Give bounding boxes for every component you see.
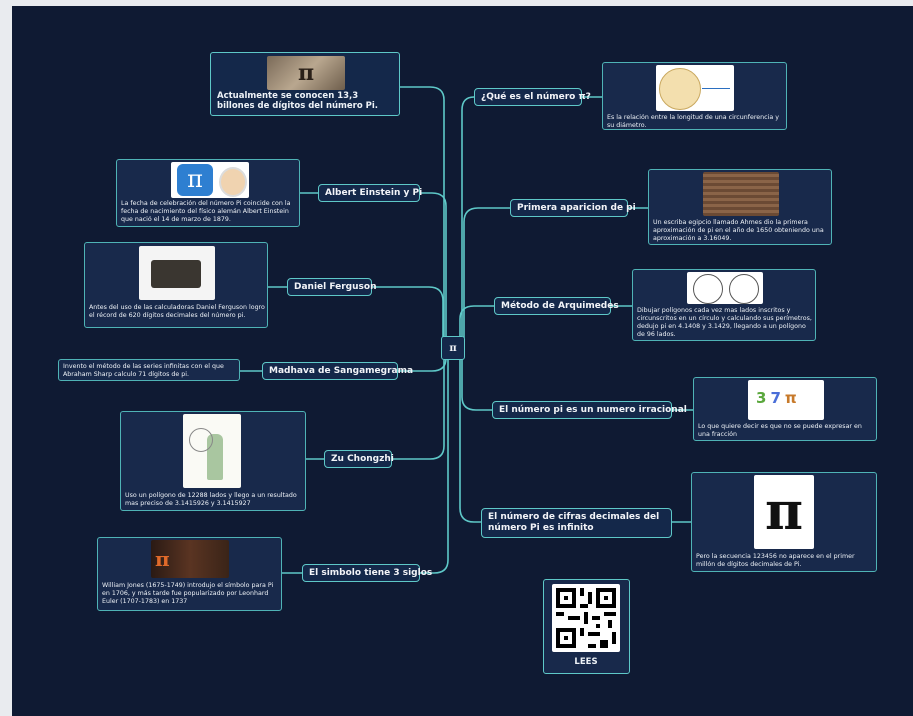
calculator-machine-image	[139, 246, 215, 300]
pi-stone-glyph: π	[297, 60, 315, 86]
card-primera[interactable]: Un escriba egipcio llamado Ahmes dio la …	[648, 169, 832, 245]
card-primera-text: Un escriba egipcio llamado Ahmes dio la …	[653, 219, 824, 242]
zu-wheel	[189, 428, 213, 452]
polygon-circle-2	[729, 274, 759, 304]
pi-dark-image: π	[151, 540, 229, 578]
topic-simbolo-label: El simbolo tiene 3 siglos	[309, 568, 433, 578]
topic-infinito-label: El número de cifras decimales del número…	[488, 512, 660, 533]
qr-label: LEES	[574, 657, 598, 667]
card-zu-text: Uso un polígono de 12288 lados y llego a…	[125, 492, 297, 507]
card-irracional-text: Lo que quiere decir es que no se puede e…	[698, 423, 862, 438]
fraction-cartoon-image: 37π	[748, 380, 824, 420]
pi-stone-image: π	[267, 56, 345, 90]
topic-madhava[interactable]: Madhava de Sangamegrama	[262, 362, 413, 380]
topic-zu-label: Zu Chongzhi	[331, 454, 394, 464]
qr-card[interactable]: LEES	[543, 579, 630, 674]
card-madhava-text: Invento el método de las series infinita…	[63, 363, 224, 378]
topic-que-es-label: ¿Qué es el número π?	[481, 92, 591, 102]
topic-billones[interactable]: π Actualmente se conocen 13,3 billones d…	[210, 52, 400, 116]
topic-arquimedes[interactable]: Método de Arquimedes	[494, 297, 619, 315]
polygon-circle-1	[693, 274, 723, 304]
qr-code-pattern	[556, 588, 616, 648]
topic-infinito[interactable]: El número de cifras decimales del número…	[481, 508, 672, 538]
topic-ferguson-label: Daniel Ferguson	[294, 282, 377, 292]
pi-dark-glyph: π	[155, 547, 170, 571]
card-ferguson-text: Antes del uso de las calculadoras Daniel…	[89, 304, 265, 319]
topic-simbolo[interactable]: El simbolo tiene 3 siglos	[302, 564, 432, 582]
topic-irracional[interactable]: El número pi es un numero irracional	[492, 401, 687, 419]
topic-einstein-label: Albert Einstein y Pi	[325, 188, 423, 198]
topic-billones-label: Actualmente se conocen 13,3 billones de …	[217, 91, 379, 111]
card-madhava[interactable]: Invento el método de las series infinita…	[58, 359, 240, 381]
pi-calligraphy-glyph: π	[764, 481, 804, 542]
card-simbolo-text: William Jones (1675-1749) introdujo el s…	[102, 582, 274, 605]
qr-code-image	[552, 584, 620, 652]
central-pi-node[interactable]: π	[441, 336, 465, 360]
card-ferguson[interactable]: Antes del uso de las calculadoras Daniel…	[84, 242, 268, 328]
card-simbolo[interactable]: π William Jones (1675-1749) introdujo el…	[97, 537, 282, 611]
einstein-face	[219, 167, 247, 197]
topic-zu[interactable]: Zu Chongzhi	[324, 450, 394, 468]
zu-chongzhi-image	[183, 414, 241, 488]
pi-calligraphy-image: π	[754, 475, 814, 549]
card-que-es-text: Es la relación entre la longitud de una …	[607, 114, 779, 129]
topic-madhava-label: Madhava de Sangamegrama	[269, 366, 414, 376]
card-einstein[interactable]: π La fecha de celebración del número Pi …	[116, 159, 300, 227]
blue-pi-glyph: π	[187, 165, 203, 193]
topic-primera[interactable]: Primera aparicion de pi	[510, 199, 636, 217]
card-zu[interactable]: Uso un polígono de 12288 lados y llego a…	[120, 411, 306, 511]
topic-einstein[interactable]: Albert Einstein y Pi	[318, 184, 423, 202]
circle-diameter-image	[656, 65, 734, 111]
card-que-es[interactable]: Es la relación entre la longitud de una …	[602, 62, 787, 130]
topic-que-es[interactable]: ¿Qué es el número π?	[474, 88, 591, 106]
cartoon-numbers: 37π	[756, 389, 801, 407]
papyrus-image	[703, 172, 779, 216]
central-pi-label: π	[449, 342, 457, 354]
topic-ferguson[interactable]: Daniel Ferguson	[287, 278, 376, 296]
einstein-pi-image: π	[171, 162, 249, 198]
card-arquimedes[interactable]: Dibujar polígonos cada vez mas lados ins…	[632, 269, 816, 341]
card-infinito-text: Pero la secuencia 123456 no aparece en e…	[696, 553, 855, 568]
diameter-line	[702, 88, 730, 89]
card-infinito[interactable]: π Pero la secuencia 123456 no aparece en…	[691, 472, 877, 572]
card-einstein-text: La fecha de celebración del número Pi co…	[121, 200, 291, 223]
machine-body	[151, 260, 201, 288]
topic-irracional-label: El número pi es un numero irracional	[499, 405, 687, 415]
circle-shape	[659, 68, 701, 110]
card-irracional[interactable]: 37π Lo que quiere decir es que no se pue…	[693, 377, 877, 441]
polygons-image	[687, 272, 763, 304]
card-arquimedes-text: Dibujar polígonos cada vez mas lados ins…	[637, 307, 812, 338]
topic-primera-label: Primera aparicion de pi	[517, 203, 636, 213]
topic-arquimedes-label: Método de Arquimedes	[501, 301, 619, 311]
blue-pi-badge: π	[177, 164, 213, 196]
